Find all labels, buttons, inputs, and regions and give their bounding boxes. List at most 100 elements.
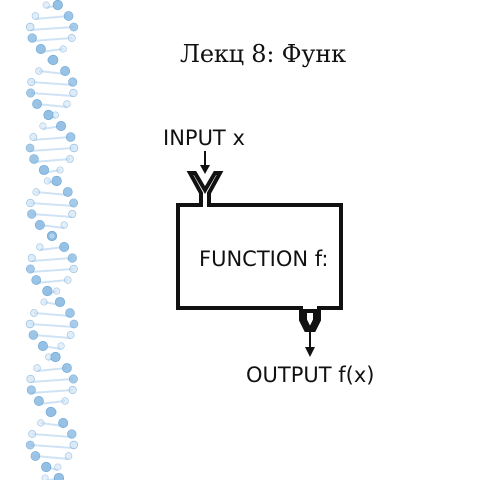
dna-node xyxy=(69,88,78,98)
dna-node xyxy=(25,440,35,450)
dna-node xyxy=(68,77,78,87)
dna-rung xyxy=(33,136,71,141)
dna-node xyxy=(64,452,73,460)
dna-node xyxy=(36,243,44,251)
dna-node xyxy=(26,88,36,98)
dna-node xyxy=(67,34,76,42)
dna-node xyxy=(39,122,47,130)
output-label: OUTPUT f(x) xyxy=(246,363,374,387)
dna-node xyxy=(28,430,37,438)
dna-node xyxy=(67,429,77,439)
dna-rung xyxy=(38,70,66,75)
dna-node xyxy=(52,0,63,11)
dna-node xyxy=(27,77,36,87)
dna-node xyxy=(68,210,77,218)
dna-rung xyxy=(30,92,74,97)
dna-node xyxy=(69,22,79,32)
dna-node xyxy=(33,396,44,406)
dna-node xyxy=(57,342,65,350)
dna-rung xyxy=(29,147,75,152)
dna-rung xyxy=(30,444,74,449)
dna-node xyxy=(26,198,35,208)
dna-rung xyxy=(35,15,69,20)
dna-node xyxy=(32,99,42,109)
dna-node xyxy=(26,22,35,32)
dna-node xyxy=(29,154,39,164)
dna-node xyxy=(28,330,39,340)
dna-rung xyxy=(30,268,74,273)
dna-node xyxy=(43,177,51,185)
dna-node xyxy=(30,451,41,461)
input-arrow xyxy=(200,151,210,174)
dna-node xyxy=(27,33,37,43)
dna-node xyxy=(61,397,69,405)
dna-node xyxy=(35,44,46,54)
dna-node xyxy=(31,12,40,20)
dna-rung xyxy=(32,37,72,42)
dna-rung xyxy=(31,81,73,86)
dna-node xyxy=(38,164,50,176)
dna-node xyxy=(54,296,66,308)
dna-rung xyxy=(30,26,74,31)
dna-rung xyxy=(30,202,74,207)
dna-node xyxy=(25,143,35,153)
dna-node xyxy=(62,187,73,197)
dna-rung xyxy=(30,378,74,383)
function-box xyxy=(176,171,343,332)
dna-node xyxy=(27,254,36,262)
dna-rung xyxy=(33,312,71,317)
dna-node xyxy=(25,264,35,274)
dna-node xyxy=(30,309,38,317)
dna-node xyxy=(60,66,71,76)
dna-node xyxy=(27,209,37,219)
dna-node xyxy=(58,418,69,428)
dna-rung xyxy=(36,279,68,284)
dna-node xyxy=(59,242,70,252)
dna-rung xyxy=(38,400,66,405)
dna-node xyxy=(69,198,79,208)
dna-helix-decoration xyxy=(25,0,79,480)
dna-node xyxy=(41,461,52,473)
dna-node xyxy=(60,221,68,229)
dna-node xyxy=(69,143,79,153)
dna-node xyxy=(65,308,75,318)
input-label: INPUT x xyxy=(163,126,245,150)
dna-node xyxy=(41,474,49,480)
dna-node xyxy=(53,472,64,480)
dna-rung xyxy=(36,367,68,372)
dna-node xyxy=(64,276,72,284)
dna-rung xyxy=(32,433,72,438)
dna-node xyxy=(37,419,45,427)
dna-rung xyxy=(31,257,73,262)
dna-node xyxy=(68,385,77,395)
page-title: Лекц 8: Функ xyxy=(180,40,346,68)
dna-node xyxy=(51,111,60,119)
dna-node xyxy=(69,264,78,274)
dna-node xyxy=(54,463,62,471)
dna-node xyxy=(34,220,45,230)
dna-node xyxy=(32,188,40,196)
dna-node xyxy=(33,364,41,372)
dna-rung xyxy=(36,103,68,108)
dna-node xyxy=(67,253,77,263)
dna-rung xyxy=(31,213,73,218)
dna-rung xyxy=(33,334,71,339)
dna-node xyxy=(29,133,38,141)
dna-node xyxy=(48,54,59,66)
dna-node xyxy=(40,298,48,306)
dna-node xyxy=(35,67,43,75)
dna-node xyxy=(63,100,71,108)
dna-node xyxy=(56,166,64,174)
dna-rung xyxy=(31,389,73,394)
dna-node xyxy=(48,232,56,240)
dna-node xyxy=(53,287,61,295)
dna-node xyxy=(66,155,74,163)
dna-rung xyxy=(35,455,69,460)
dna-node xyxy=(59,45,67,53)
dna-node xyxy=(26,385,36,395)
dna-node xyxy=(69,440,78,450)
dna-node xyxy=(26,374,35,384)
dna-node xyxy=(51,175,62,187)
